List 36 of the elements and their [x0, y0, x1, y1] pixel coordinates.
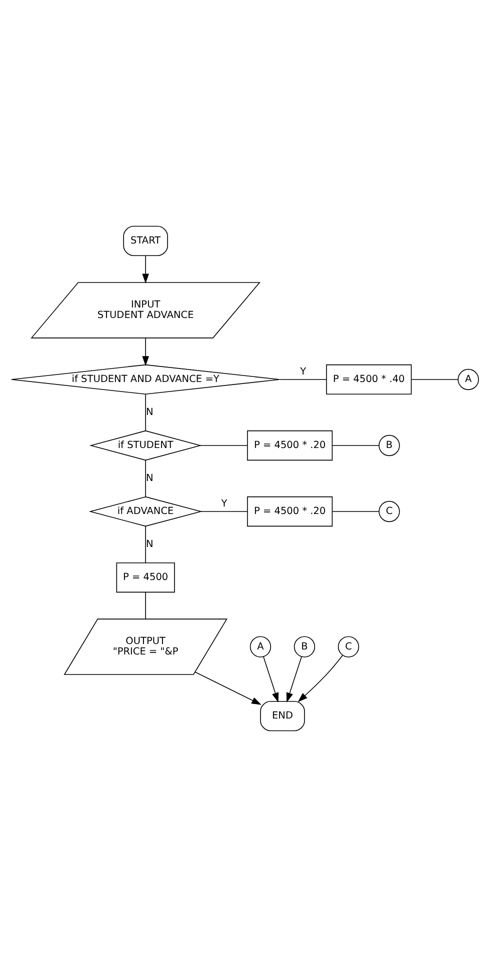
edge-label: Y	[300, 366, 306, 378]
connector	[332, 445, 380, 446]
node-circle: B	[378, 434, 400, 456]
node-circle: C	[378, 500, 400, 522]
connector	[200, 445, 248, 446]
connector	[332, 511, 380, 512]
connector	[200, 511, 248, 512]
node-circle: B	[294, 636, 316, 658]
arrow	[194, 672, 262, 705]
node-circle: C	[338, 636, 360, 658]
connector	[145, 592, 146, 620]
connector	[280, 379, 327, 380]
connector	[145, 526, 146, 564]
arrow	[298, 654, 344, 702]
node-diamond: if STUDENT	[89, 430, 202, 461]
node-circle: A	[250, 636, 272, 658]
connector	[145, 460, 146, 498]
edge-label: Y	[221, 498, 228, 510]
edge-label: N	[146, 539, 154, 550]
node-box: START	[123, 226, 168, 256]
node-box: P = 4500 * .20	[247, 430, 333, 461]
node-box: P = 4500 * .20	[247, 496, 333, 527]
connector	[145, 394, 146, 432]
node-circle: A	[458, 368, 479, 390]
edge-label: N	[146, 407, 154, 418]
node-diamond: if STUDENT AND ADVANCE =Y	[11, 364, 280, 395]
node-box: P = 4500	[116, 562, 175, 593]
edge-label: N	[146, 473, 154, 484]
arrow	[286, 656, 302, 703]
arrow	[142, 255, 150, 284]
node-diamond: if ADVANCE	[88, 496, 202, 527]
connector	[411, 379, 459, 380]
node-box: END	[260, 701, 305, 732]
arrow	[263, 656, 279, 703]
arrow	[142, 338, 150, 366]
node-box: P = 4500 * .40	[326, 364, 412, 395]
